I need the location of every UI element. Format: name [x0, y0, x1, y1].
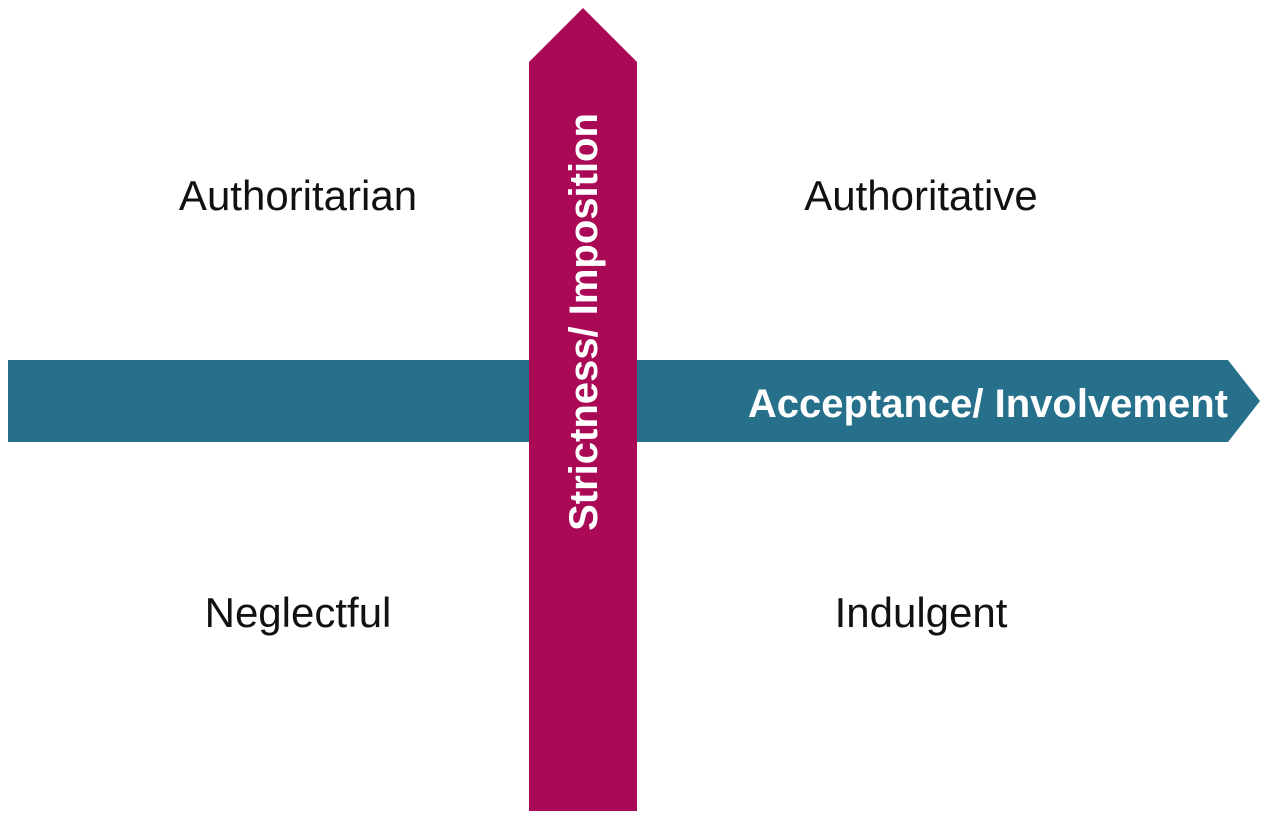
vertical-axis-label: Strictness/ Imposition: [562, 113, 606, 531]
quadrant-bottom-left-label: Neglectful: [204, 589, 392, 636]
quadrant-top-left-label: Authoritarian: [178, 172, 418, 219]
quadrant-bottom-right-label: Indulgent: [834, 589, 1008, 636]
horizontal-axis-label: Acceptance/ Involvement: [748, 382, 1228, 426]
quadrant-top-right-label: Authoritative: [804, 172, 1038, 219]
vertical-axis-arrow: [529, 8, 637, 811]
